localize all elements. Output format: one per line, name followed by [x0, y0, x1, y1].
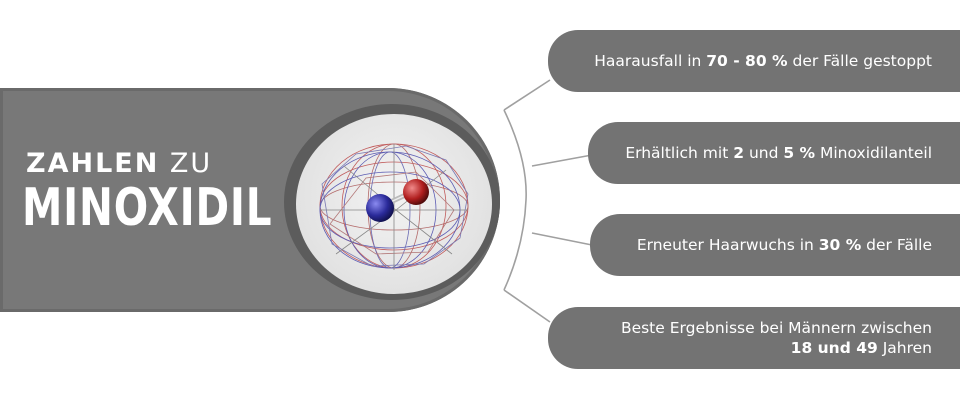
fact-text-2: Erhältlich mit 2 und 5 % Minoxidilanteil	[625, 144, 932, 162]
nitrogen-atom	[366, 194, 394, 222]
title-minoxidil: MINOXIDIL	[22, 178, 273, 238]
oxygen-atom	[403, 179, 429, 205]
fact-3-post: der Fälle	[861, 236, 932, 254]
fact-3-pre: Erneuter Haarwuchs in	[636, 236, 819, 254]
fact-2-mid: und	[744, 144, 784, 162]
fact-pill-3: Erneuter Haarwuchs in 30 % der Fälle	[590, 214, 960, 276]
fact-4-line-1: Beste Ergebnisse bei Männern zwischen	[620, 319, 932, 337]
fact-4-line-2: 18 und 49 Jahren	[621, 338, 932, 358]
fact-2-pre: Erhältlich mit	[625, 144, 734, 162]
fact-text-1: Haarausfall in 70 - 80 % der Fälle gesto…	[594, 52, 932, 70]
fact-pill-1: Haarausfall in 70 - 80 % der Fälle gesto…	[548, 30, 960, 92]
fact-3-bold: 30 %	[818, 236, 862, 254]
fact-text-3: Erneuter Haarwuchs in 30 % der Fälle	[637, 236, 932, 254]
fact-pill-4: Beste Ergebnisse bei Männern zwischen 18…	[548, 307, 960, 369]
fact-pill-2: Erhältlich mit 2 und 5 % Minoxidilanteil	[588, 122, 960, 184]
fact-2-bold-2: 5 %	[783, 144, 816, 162]
fact-1-pre: Haarausfall in	[594, 52, 707, 70]
fact-2-bold: 2	[733, 144, 745, 162]
fact-text-4: Beste Ergebnisse bei Männern zwischen 18…	[621, 318, 932, 358]
fact-4-post: Jahren	[877, 339, 932, 357]
title-word-zahlen: ZAHLEN	[26, 148, 160, 179]
title-word-zu: ZU	[169, 148, 213, 179]
fact-4-bold: 18 und 49	[790, 339, 878, 357]
fact-1-bold: 70 - 80 %	[706, 52, 788, 70]
fact-1-post: der Fälle gestoppt	[787, 52, 932, 70]
molecule-icon	[319, 143, 469, 270]
fact-2-post: Minoxidilanteil	[815, 144, 932, 162]
title-line-1: ZAHLEN ZU	[26, 148, 212, 179]
